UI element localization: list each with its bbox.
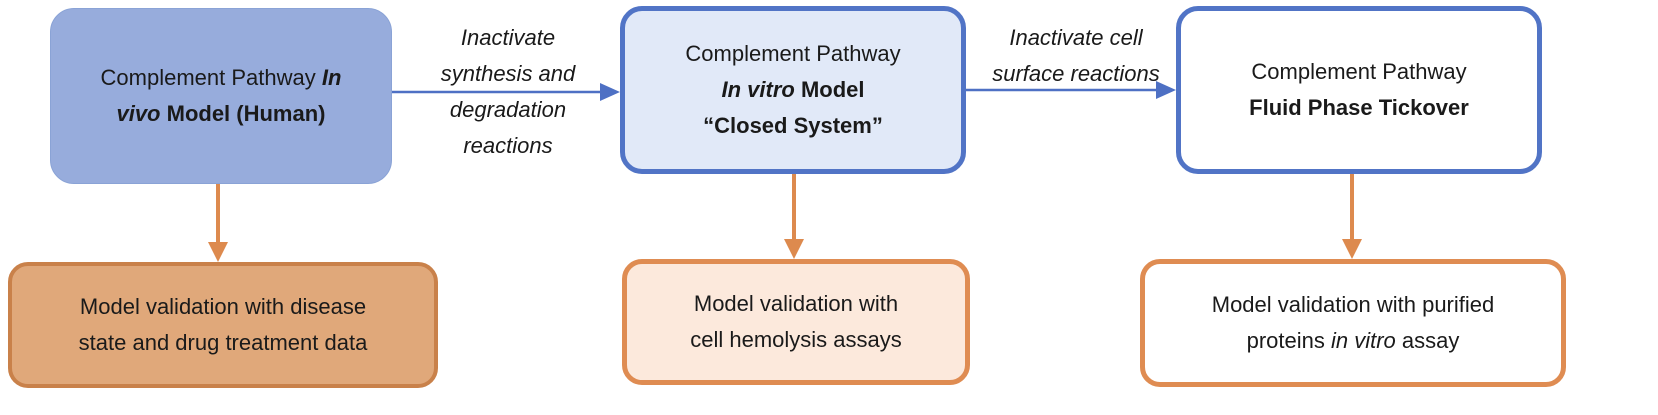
fluid-line2: Fluid Phase Tickover	[1249, 95, 1469, 120]
validation-disease-box: Model validation with disease state and …	[8, 262, 438, 388]
edge-label-inactivate-synthesis: Inactivate synthesis and degradation rea…	[408, 20, 608, 164]
arrowhead-validation-purified	[1342, 239, 1362, 259]
in-vivo-line2: vivo Model (Human)	[116, 101, 326, 126]
validation-purified-line2: proteins in vitro assay	[1246, 328, 1460, 353]
in-vitro-line2: In vitro Model	[721, 77, 865, 102]
edge-label-line: Inactivate cell	[1009, 25, 1143, 50]
arrowhead-validation-hemolysis	[784, 239, 804, 259]
edge-label-line: synthesis and	[440, 61, 576, 86]
validation-purified-line1: Model validation with purified	[1211, 292, 1495, 317]
validation-hemolysis-line1: Model validation with	[693, 291, 899, 316]
in-vitro-model-box: Complement Pathway In vitro Model “Close…	[620, 6, 966, 174]
validation-disease-line2: state and drug treatment data	[78, 330, 368, 355]
fluid-line1: Complement Pathway	[1251, 59, 1467, 84]
edge-label-line: surface reactions	[992, 61, 1160, 86]
validation-purified-box: Model validation with purified proteins …	[1140, 259, 1566, 387]
arrowhead-fluid	[1156, 81, 1176, 99]
validation-hemolysis-line2: cell hemolysis assays	[690, 327, 902, 352]
in-vitro-line3: “Closed System”	[703, 113, 883, 138]
in-vitro-line1: Complement Pathway	[685, 41, 901, 66]
validation-hemolysis-box: Model validation with cell hemolysis ass…	[622, 259, 970, 385]
validation-disease-line1: Model validation with disease	[79, 294, 367, 319]
arrowhead-invitro	[600, 83, 620, 101]
in-vivo-line1: Complement Pathway In	[100, 65, 342, 90]
in-vivo-model-box: Complement Pathway In vivo Model (Human)	[50, 8, 392, 184]
edge-label-line: Inactivate	[460, 25, 556, 50]
fluid-phase-box: Complement Pathway Fluid Phase Tickover	[1176, 6, 1542, 174]
edge-label-line: reactions	[463, 133, 553, 158]
edge-label-inactivate-cell-surface: Inactivate cell surface reactions	[978, 20, 1174, 92]
edge-label-line: degradation	[449, 97, 567, 122]
arrowhead-validation-disease	[208, 242, 228, 262]
